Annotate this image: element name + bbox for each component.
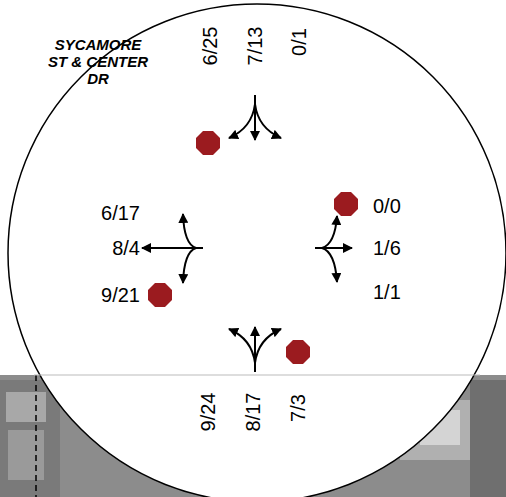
volume-label: 1/6: [373, 237, 401, 259]
volume-label: 0/1: [288, 28, 310, 56]
volume-label: 6/25: [199, 27, 221, 66]
volume-label: 0/0: [373, 195, 401, 217]
volume-label: 7/13: [244, 27, 266, 66]
volume-label: 7/3: [287, 394, 309, 422]
volume-label: 1/1: [373, 281, 401, 303]
volume-label: 9/21: [101, 284, 140, 306]
volume-label: 9/24: [197, 393, 219, 432]
volume-label: 8/17: [242, 393, 264, 432]
intersection-title: SYCAMORE ST & CENTER DR: [48, 36, 148, 87]
volume-label: 8/4: [112, 237, 140, 259]
volume-label: 6/17: [101, 202, 140, 224]
